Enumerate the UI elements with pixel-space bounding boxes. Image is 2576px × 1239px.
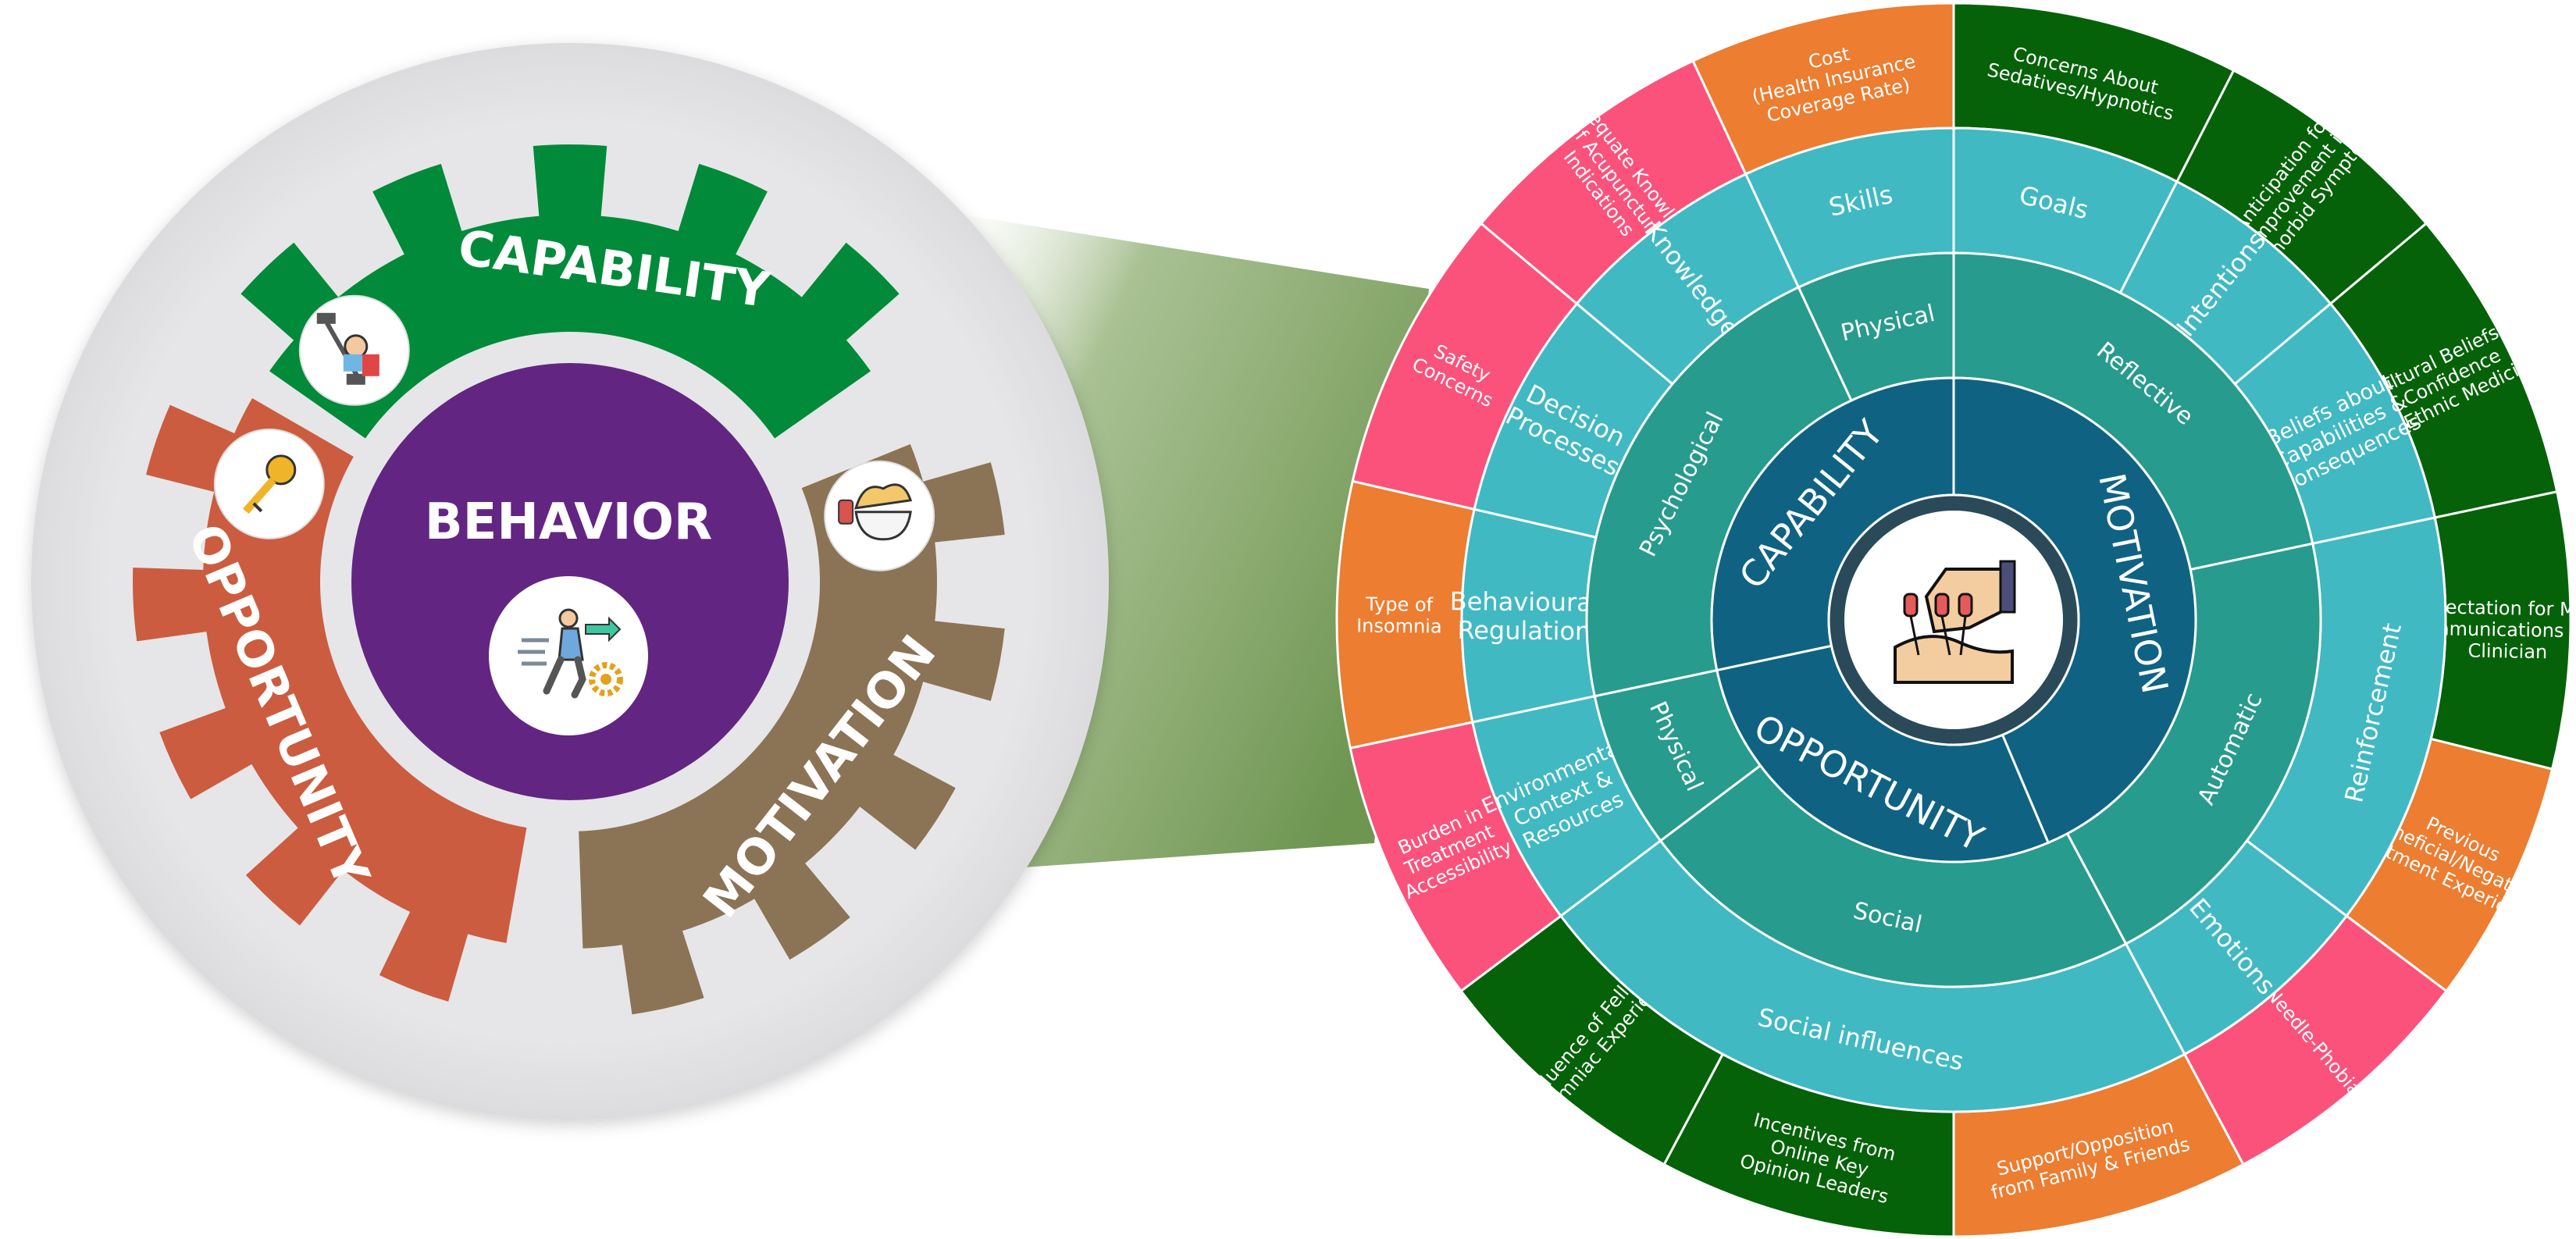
gear-tooth (372, 163, 463, 258)
gear-tooth (146, 404, 238, 493)
person-walking-gear-icon (489, 576, 648, 735)
key-icon: ✦✦ (213, 428, 325, 539)
gear-tooth (919, 462, 1005, 543)
gear-tooth (379, 908, 469, 1002)
gear-tooth (533, 144, 607, 220)
weightlifter-icon (298, 294, 410, 406)
gear-tooth (677, 163, 768, 258)
gear-tooth (752, 860, 850, 960)
tdf-wheel: Concerns AboutSedatives/HypnoticsAnticip… (1335, 2, 2576, 1238)
svg-text:✦: ✦ (238, 465, 252, 485)
gear-tooth (245, 825, 346, 926)
gear-tooth (799, 242, 900, 343)
opportunity-gear: OPPORTUNITY✦✦ (133, 398, 527, 1002)
svg-text:✦: ✦ (289, 500, 303, 520)
behavior-label: BEHAVIOR (425, 493, 712, 551)
gear-tooth (622, 927, 704, 1015)
tdf-domain-label: EnvironmentalContext &Resources (1478, 734, 1648, 863)
acupuncture-hand-icon (1894, 560, 2016, 684)
gear-tooth (159, 707, 255, 799)
gear-tooth (857, 753, 956, 850)
brain-dumbbell-icon (824, 460, 935, 571)
gear-tooth (919, 620, 1005, 701)
gear-tooth (133, 568, 211, 642)
capability-gear: CAPABILITY (240, 144, 900, 439)
